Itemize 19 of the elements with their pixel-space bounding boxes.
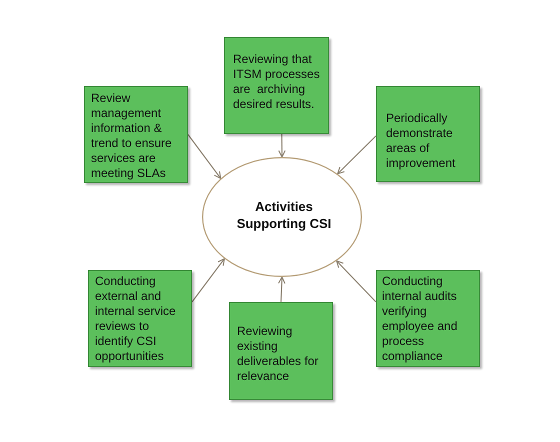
arrow [188, 134, 222, 179]
arrow [278, 134, 286, 158]
activity-box [376, 270, 480, 367]
activity-text: Periodically demonstrate areas of improvement [386, 111, 456, 171]
activity-box [84, 86, 188, 183]
arrow [336, 260, 376, 302]
activity-text: Review management information & trend to ensure services are meeting SLAs [91, 91, 173, 181]
activity-text: Reviewing that ITSM processes are archiving desired results. [233, 52, 321, 112]
activity-text: Conducting internal audits verifying employee and process compliance [382, 274, 458, 364]
activity-text: Conducting external and internal service reviews to identify CSI opportunities [95, 274, 177, 364]
activity-box [229, 302, 333, 400]
activity-box [376, 86, 480, 182]
center-title: Activities Supporting CSI [236, 198, 332, 232]
activity-box [224, 37, 329, 134]
arrow [337, 136, 376, 174]
arrow [278, 276, 286, 302]
activity-box [88, 270, 192, 367]
activity-text: Reviewing existing deliverables for relevance [237, 324, 320, 384]
arrow [192, 258, 225, 302]
